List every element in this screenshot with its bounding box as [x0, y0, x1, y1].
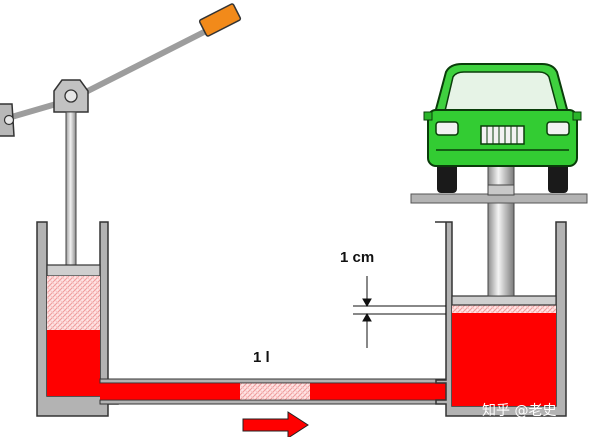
height-change-label: 1 cm	[340, 249, 374, 266]
watermark: 知乎 @老史	[482, 402, 556, 419]
car-icon	[423, 63, 582, 193]
small-cylinder-displaced-volume	[47, 276, 100, 330]
lever-pivot-bracket	[0, 103, 15, 137]
height-dimension-marker	[353, 276, 446, 348]
small-piston	[46, 264, 101, 277]
pipe-displaced-volume	[240, 383, 310, 400]
flow-arrow-icon	[242, 411, 309, 437]
small-cylinder-fluid	[47, 330, 100, 396]
lever-icon	[0, 3, 242, 268]
small-cylinder	[36, 221, 119, 417]
handle-grip	[198, 3, 242, 37]
lift-platform	[410, 184, 588, 204]
large-cylinder-fluid	[452, 304, 556, 406]
volume-label: 1 l	[253, 349, 270, 366]
large-cylinder-displaced-volume	[452, 304, 556, 313]
lever-joint	[53, 79, 89, 113]
large-piston	[451, 295, 557, 306]
small-piston-rod	[65, 111, 77, 268]
connecting-pipe	[99, 378, 447, 405]
